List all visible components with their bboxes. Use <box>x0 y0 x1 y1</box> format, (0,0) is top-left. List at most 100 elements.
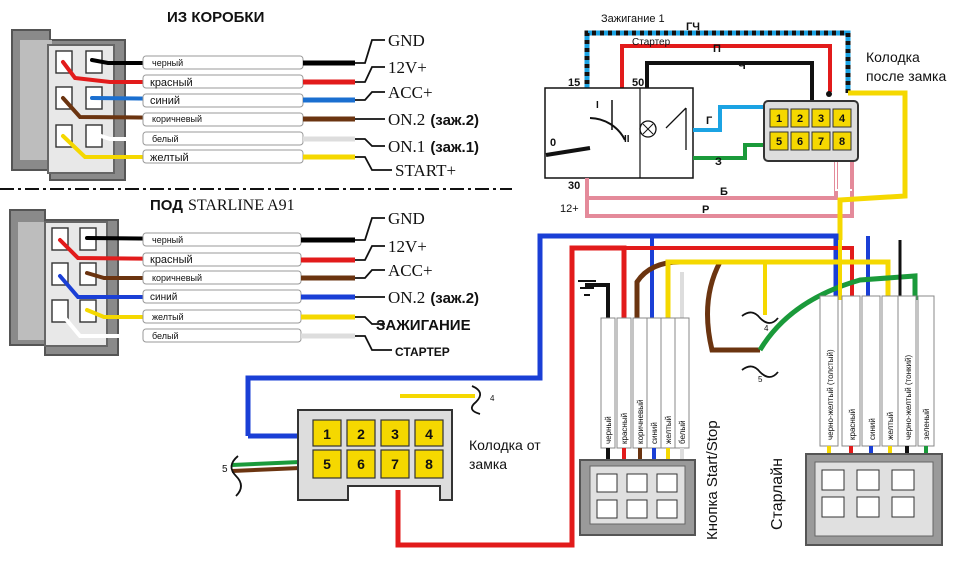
target-ignition: ЗАЖИГАНИЕ <box>376 317 471 334</box>
ignition-switch-labels: Зажигание 1 Стартер 15 50 0 30 I II 12+ … <box>550 13 946 216</box>
wire-label-g: Г <box>706 115 713 127</box>
ss-wire-black: черный <box>604 416 613 444</box>
wire-label-white: белый <box>152 134 179 144</box>
wire-label-yellow-2: желтый <box>152 312 184 322</box>
splice-marker-5: 5 <box>758 375 763 384</box>
wire-label-b: Б <box>720 186 728 198</box>
splice-marker-4: 4 <box>764 324 769 333</box>
lock-pin-3: 3 <box>391 426 399 442</box>
target-starter: СТАРТЕР <box>395 345 450 359</box>
top-left-wire-labels: черный красный синий коричневый белый же… <box>150 58 202 164</box>
lock-pin-7: 7 <box>391 456 399 472</box>
wire-label-z: З <box>715 156 722 168</box>
wire-label-yellow: желтый <box>150 152 189 164</box>
wire-green <box>757 273 918 352</box>
conn-pin-8: 8 <box>839 136 845 148</box>
bottom-left-wire-sleeves <box>142 232 302 343</box>
lock-connector-label-2: замка <box>469 456 507 472</box>
wire-label-brown: коричневый <box>152 114 202 124</box>
wire-label-red-2: красный <box>150 254 193 266</box>
label-zaj1: Зажигание 1 <box>601 13 665 25</box>
target-gnd: GND <box>388 31 425 50</box>
conn-pin-3: 3 <box>818 113 824 125</box>
top-left-title: ИЗ КОРОБКИ <box>167 9 264 26</box>
bottom-left-wire-tails <box>301 237 355 339</box>
pin-50: 50 <box>632 77 644 89</box>
wire-z <box>693 143 768 160</box>
sl-wire-black-yellow-thin: черно-желтый (тонкий) <box>904 355 913 440</box>
bottom-left-leaders <box>355 217 392 351</box>
wire-red-main <box>395 245 627 548</box>
conn-pin-6: 6 <box>797 136 803 148</box>
target-12v-2: 12V+ <box>388 237 427 256</box>
wire-ground <box>585 283 610 318</box>
pin-15: 15 <box>568 77 580 89</box>
wire-label-black-2: черный <box>152 235 183 245</box>
label-connector-after-2: после замка <box>866 68 946 84</box>
lock-pin-2: 2 <box>357 426 365 442</box>
wire-label-black: черный <box>152 58 183 68</box>
sl-wire-blue: синий <box>868 418 877 440</box>
conn-pin-4: 4 <box>839 113 846 125</box>
starline-connector: черно-желтый (толстый) красный синий жел… <box>769 295 943 546</box>
ss-wire-yellow: желтый <box>664 416 673 444</box>
lock-connector: 1 2 3 4 5 6 7 8 Колодка от замка <box>297 409 541 501</box>
ss-wire-blue: синий <box>650 422 659 444</box>
lock-connector-label-1: Колодка от <box>469 437 541 453</box>
wire-label-red: красный <box>150 77 193 89</box>
target-on2-2: ON.2(заж.2) <box>388 288 479 307</box>
pin-0: 0 <box>550 137 556 149</box>
conn-pin-5: 5 <box>776 136 782 148</box>
wire-label-r: Р <box>702 204 709 216</box>
wire-label-blue-2: синий <box>150 292 177 303</box>
ignition-switch-body <box>544 87 694 179</box>
wire-label-ch: Ч <box>738 60 746 72</box>
conn-pin-7: 7 <box>818 136 824 148</box>
top-left-wire-tails <box>303 60 355 160</box>
target-gnd-2: GND <box>388 209 425 228</box>
wire-label-gch: ГЧ <box>686 21 700 33</box>
ss-wire-red: красный <box>620 413 629 444</box>
top-left-wire-sleeves <box>142 55 304 164</box>
target-12v: 12V+ <box>388 58 427 77</box>
start-stop-connector: черный красный коричневый синий желтый б… <box>579 317 721 540</box>
ss-wire-white: белый <box>678 420 687 444</box>
lock-pin-1: 1 <box>323 426 331 442</box>
sl-wire-red: красный <box>848 409 857 440</box>
target-acc: ACC+ <box>388 83 433 102</box>
connector-after-lock: 1 2 3 4 5 6 7 8 <box>763 100 859 162</box>
wire-label-white-2: белый <box>152 331 179 341</box>
conn-pin-2: 2 <box>797 113 803 125</box>
target-start: START+ <box>395 161 456 180</box>
lock-marker-4: 4 <box>490 394 495 403</box>
pin-30: 30 <box>568 180 580 192</box>
bottom-right-wiring <box>230 233 918 548</box>
lock-pin-6: 6 <box>357 456 365 472</box>
wire-gch <box>584 30 851 93</box>
label-connector-after-1: Колодка <box>866 49 920 65</box>
wire-label-blue: синий <box>150 95 180 107</box>
target-acc-2: ACC+ <box>388 261 433 280</box>
target-on2: ON.2(заж.2) <box>388 110 479 129</box>
top-left-targets: GND 12V+ ACC+ ON.2(заж.2) ON.1(заж.1) ST… <box>388 31 479 180</box>
pos-II: II <box>624 134 630 145</box>
lock-pin-8: 8 <box>425 456 433 472</box>
wire-p <box>620 44 832 92</box>
ignition-switch-section: 1 2 3 4 5 6 7 8 Зажигание 1 Стартер 15 5… <box>544 13 946 240</box>
target-on1: ON.1(заж.1) <box>388 137 479 156</box>
lock-marker-5: 5 <box>222 464 228 475</box>
start-stop-label: Кнопка Start/Stop <box>704 420 721 540</box>
wire-ch <box>645 61 814 105</box>
pos-I: I <box>596 100 599 111</box>
ss-wire-brown: коричневый <box>636 400 645 444</box>
lock-pin-5: 5 <box>323 456 331 472</box>
label-12v: 12+ <box>560 203 579 215</box>
top-left-plug <box>11 29 126 181</box>
bottom-left-wire-labels: черный красный коричневый синий желтый б… <box>150 235 202 341</box>
wire-label-p: П <box>713 43 721 55</box>
wire-g <box>693 105 768 132</box>
wire-label-brown-2: коричневый <box>152 273 202 283</box>
